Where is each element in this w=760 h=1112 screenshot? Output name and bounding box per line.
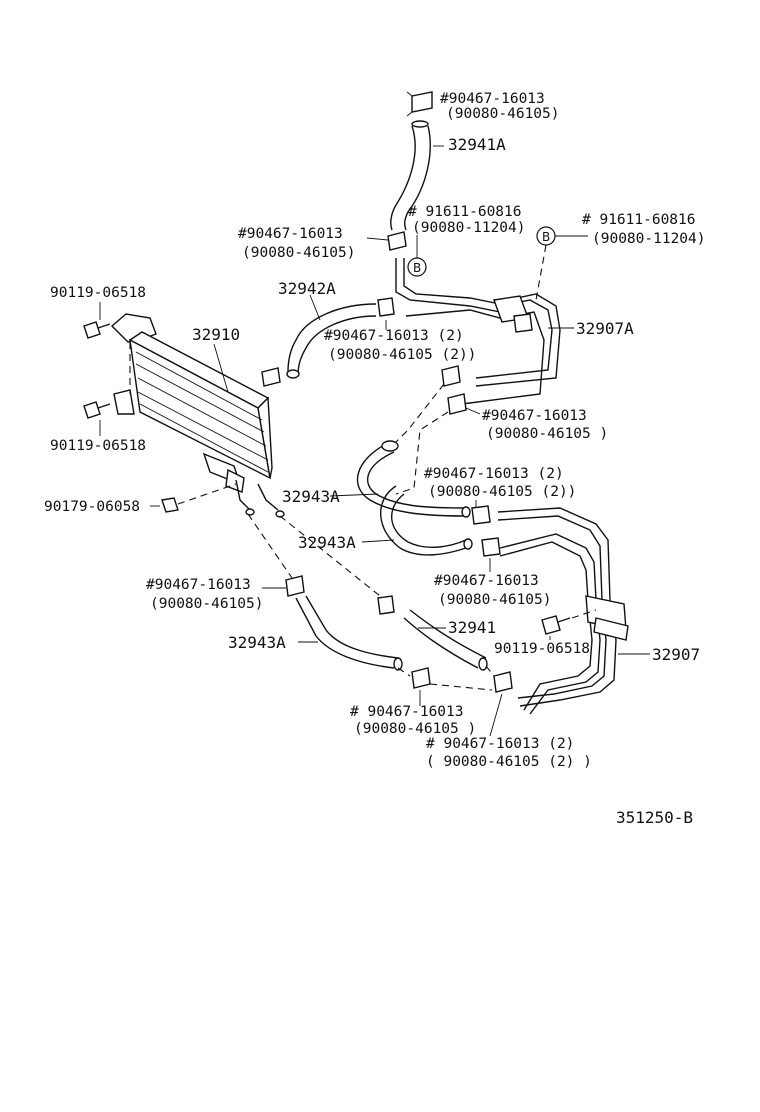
label-clamp-bottom2-alt: ( 90080-46105 (2) ) [426, 754, 592, 770]
hose-32943A-lower [295, 595, 403, 671]
label-hose-32941: 32941 [448, 618, 496, 637]
hose-32943A-mid [356, 440, 473, 556]
label-top-clamp-part: #90467-16013 [440, 91, 545, 107]
label-clamp-c2-alt: (90080-46105 (2)) [428, 484, 576, 500]
label-clamp-lowleft-part: #90467-16013 [146, 577, 251, 593]
figure-id: 351250-B [616, 808, 693, 827]
clamp-32941-top [377, 595, 395, 615]
label-clip-91611-b-alt: (90080-11204) [592, 231, 706, 247]
bolt-upper-icon [83, 321, 111, 339]
clamp-c2-b [481, 537, 501, 557]
label-tube-32907A: 32907A [576, 319, 634, 338]
label-bolt-90179: 90179-06058 [44, 499, 140, 515]
label-top-clamp-alt: (90080-46105) [446, 106, 560, 122]
svg-text:B: B [413, 261, 421, 275]
label-clamp-bottom-part: # 90467-16013 [350, 704, 464, 720]
clamp-mid-right-2 [447, 393, 467, 415]
label-hose-32943A-2: 32943A [298, 533, 356, 552]
clamp-lower-left [285, 575, 305, 597]
tube-32907 [497, 507, 629, 715]
clamp-bottom-1 [411, 667, 431, 689]
label-clip-91611-b: # 91611-60816 [582, 212, 696, 228]
label-clamp-low-alt: (90080-46105) [438, 592, 552, 608]
hose-32941 [403, 609, 488, 671]
svg-text:B: B [542, 230, 550, 244]
bolt-right-icon [541, 615, 571, 635]
label-hose-32943A-1: 32943A [282, 487, 340, 506]
cooler-fittings [235, 479, 285, 518]
label-clip-91611-a-alt: (90080-11204) [412, 220, 526, 236]
marker-b-1: B [407, 257, 427, 277]
label-clamp-c2-part: #90467-16013 (2) [424, 466, 564, 482]
label-clamp-left-part: #90467-16013 [238, 226, 343, 242]
clamp-c2-a [471, 505, 491, 525]
label-clamp-bottom2-part: # 90467-16013 (2) [426, 736, 574, 752]
label-bolt-upper: 90119-06518 [50, 285, 146, 301]
oil-cooler-32910 [110, 313, 273, 493]
clamp-32942A-end [261, 367, 281, 387]
hose-32942A [286, 303, 377, 379]
label-clamp-bottom-alt: (90080-46105 ) [354, 721, 476, 737]
label-clamp-lowleft-alt: (90080-46105) [150, 596, 264, 612]
clamp-32942A-top [377, 297, 395, 317]
hose-32941A [390, 120, 431, 231]
label-clamp-right-alt: (90080-46105 ) [486, 426, 608, 442]
tube-32907A [395, 258, 561, 405]
label-cooler-32910: 32910 [192, 325, 240, 344]
clamp-bottom-2 [493, 671, 513, 693]
label-bolt-lower: 90119-06518 [50, 438, 146, 454]
marker-b-2: B [536, 226, 556, 246]
label-clamp-mid2-alt: (90080-46105 (2)) [328, 347, 476, 363]
clamp-upper-left [387, 231, 407, 251]
label-tube-32907: 32907 [652, 645, 700, 664]
top-clamp [406, 91, 433, 117]
label-hose-32941A: 32941A [448, 135, 506, 154]
label-bolt-right: 90119-06518 [494, 641, 590, 657]
label-clip-91611-a: # 91611-60816 [408, 204, 522, 220]
label-clamp-mid2-part: #90467-16013 (2) [324, 328, 464, 344]
label-hose-32942A: 32942A [278, 279, 336, 298]
label-clamp-low-part: #90467-16013 [434, 573, 539, 589]
bolt-90179-icon [161, 497, 179, 513]
label-clamp-right-part: #90467-16013 [482, 408, 587, 424]
bolt-lower-icon [83, 401, 111, 419]
clamp-mid-right-1 [441, 365, 461, 387]
label-clamp-left-alt: (90080-46105) [242, 245, 356, 261]
label-hose-32943A-3: 32943A [228, 633, 286, 652]
